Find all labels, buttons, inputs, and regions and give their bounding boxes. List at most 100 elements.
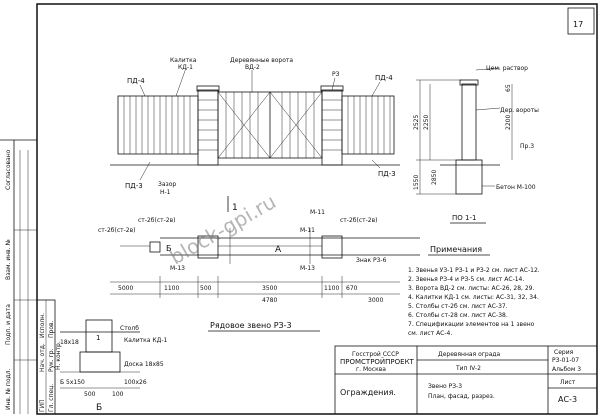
note-item: 5. Столбы ст-2б см. лист АС-37. bbox=[408, 303, 508, 310]
section-drawing: 2525 2250 1550 2850 65 2200 Цем. раствор… bbox=[413, 65, 539, 224]
label-plan-mark2: Н-1 bbox=[160, 189, 171, 196]
label-p3: РЗ bbox=[332, 71, 340, 78]
tb-type: Тип IV-2 bbox=[455, 365, 481, 372]
tb-list-label: Лист bbox=[560, 379, 576, 386]
note-item: см. лист АС-4. bbox=[408, 330, 452, 337]
note-item: 3. Ворота ВД-2 см. листы: АС-26, 28, 29. bbox=[408, 285, 534, 292]
watermark: block-gpi.ru bbox=[166, 189, 281, 269]
margin-stamp: Согласовано bbox=[5, 149, 12, 190]
plan-post-left bbox=[197, 235, 219, 259]
notes: Примечания 1. Звенья УЗ-1 РЗ-1 и РЗ-2 см… bbox=[408, 245, 540, 337]
label-gate-wood-code: ВД-2 bbox=[245, 64, 260, 71]
plan-dim-r2: 670 bbox=[346, 285, 358, 292]
margin-stamps: Инв. № подл. Подп. и дата Взам. инв. № С… bbox=[5, 149, 37, 414]
title-block: Госстрой СССР ПРОМСТРОЙПРОЕКТ г. Москва … bbox=[334, 345, 598, 415]
note-item: 1. Звенья УЗ-1 РЗ-1 и РЗ-2 см. лист АС-1… bbox=[408, 267, 540, 274]
label-pd3-right: ПД-3 bbox=[378, 170, 396, 178]
section-post-label: Дер. вороты bbox=[500, 107, 539, 114]
plan-m13b: М-13 bbox=[300, 265, 315, 272]
tb-series: РЗ-01-07 bbox=[552, 357, 579, 364]
label-n-a: 1 bbox=[232, 203, 238, 213]
label-gate-small-code: КД-1 bbox=[178, 64, 193, 71]
sheet-number: 17 bbox=[573, 20, 583, 29]
plan-post-right bbox=[321, 235, 343, 259]
notes-title: Примечания bbox=[430, 245, 482, 254]
brick-post-left bbox=[197, 89, 219, 166]
plan-dim-total: 4780 bbox=[262, 297, 277, 304]
margin-stamp: Взам. инв. № bbox=[5, 239, 12, 280]
tb-drawing-name: Ограждения. bbox=[340, 388, 396, 397]
tb-album: Альбом 3 bbox=[552, 366, 581, 373]
detail-n1: 1 bbox=[96, 334, 100, 342]
plan-st2: ст-2б(ст-2в) bbox=[98, 227, 135, 234]
detail-pole: Столб bbox=[120, 325, 139, 332]
side-table-row: Рук. гр. bbox=[48, 348, 55, 372]
section-concrete: Бетон М-100 bbox=[496, 184, 536, 191]
plan-title: Рядовое звено РЗ-3 bbox=[210, 321, 292, 330]
note-item: 2. Звенья РЗ-4 и РЗ-5 см. лист АС-14. bbox=[408, 276, 524, 283]
section-dim2: 2250 bbox=[423, 115, 430, 130]
detail-dim2: 100х26 bbox=[124, 379, 147, 386]
tb-org2: ПРОМСТРОЙПРОЕКТ bbox=[340, 357, 415, 366]
section-dim3: 1550 bbox=[413, 175, 420, 190]
plan-drawing: ст-2б(ст-2в) ст-2б(ст-2в) ст-2б(ст-2в) М… bbox=[98, 209, 420, 332]
detail-dim1: Доска 18х85 bbox=[124, 361, 164, 368]
plan-st1: ст-2б(ст-2в) bbox=[138, 217, 175, 224]
detail-drawing: 1 Калитка КД-1 Столб Доска 18х85 100х26 … bbox=[60, 319, 167, 413]
tb-sheet-title1: Звено РЗ-3 bbox=[428, 383, 462, 390]
tb-project: Деревянная ограда bbox=[438, 351, 501, 358]
side-table-row: Нач. отд. bbox=[39, 343, 46, 372]
tb-series-label: Серия bbox=[554, 349, 574, 356]
facade-drawing: ПД-4 Калитка КД-1 Деревянные ворота ВД-2… bbox=[110, 57, 400, 213]
detail-kalitka: Калитка КД-1 bbox=[124, 337, 167, 344]
note-item: 6. Столбы ст-28 см. лист АС-38. bbox=[408, 312, 508, 319]
section-label: ПО 1-1 bbox=[452, 214, 476, 222]
fence-boards-left bbox=[123, 96, 191, 154]
plan-b: Б bbox=[166, 244, 172, 253]
detail-dim3: Б 5х150 bbox=[60, 379, 85, 386]
section-dim-base: 65 bbox=[505, 84, 512, 92]
label-pd4-left: ПД-4 bbox=[127, 77, 145, 85]
label-gate-small: Калитка bbox=[170, 57, 197, 64]
section-dim1: 2525 bbox=[413, 115, 420, 130]
detail-dim4: 18х18 bbox=[60, 339, 79, 346]
label-gate-wood: Деревянные ворота bbox=[230, 57, 293, 64]
tb-org1: Госстрой СССР bbox=[352, 351, 399, 358]
note-item: 7. Спецификации элементов на 1 звено bbox=[408, 321, 535, 328]
label-pd4-right: ПД-4 bbox=[375, 74, 393, 82]
sheet-number-box bbox=[567, 7, 595, 35]
tb-org3: г. Москва bbox=[356, 366, 386, 373]
plan-dim-l1: 1100 bbox=[164, 285, 179, 292]
detail-section: Б bbox=[96, 403, 102, 413]
margin-stamp: Подп. и дата bbox=[5, 304, 12, 345]
side-table: ГИП Гл. спец. Нач. отд. Рук. гр. Исполн.… bbox=[36, 299, 62, 415]
side-table-row: ГИП bbox=[39, 399, 46, 412]
detail-dim6: 100 bbox=[112, 391, 124, 398]
label-plan-mark: Зазор bbox=[158, 181, 176, 188]
plan-m11b: М-11 bbox=[300, 227, 315, 234]
plan-dim-r1: 1100 bbox=[324, 285, 339, 292]
plan-m11a: М-11 bbox=[310, 209, 325, 216]
side-table-row: Пров. bbox=[48, 320, 55, 338]
sheet-border bbox=[36, 3, 598, 415]
margin-stamp: Инв. № подл. bbox=[5, 369, 12, 410]
side-table-row: Исполн. bbox=[39, 313, 46, 338]
label-pd3-left: ПД-3 bbox=[125, 182, 143, 190]
plan-dim-mid: 3500 bbox=[262, 285, 277, 292]
section-top: Цем. раствор bbox=[486, 65, 528, 72]
section-post bbox=[461, 83, 477, 161]
plan-dim-left: 5000 bbox=[118, 285, 133, 292]
tb-list: АС-3 bbox=[558, 395, 577, 404]
detail-dim5: 500 bbox=[84, 391, 96, 398]
plan-m13a: М-13 bbox=[170, 265, 185, 272]
plan-a: А bbox=[275, 245, 282, 255]
plan-st3: ст-2б(ст-2в) bbox=[340, 217, 377, 224]
tb-sheet-title2: План, фасад, разрез. bbox=[428, 393, 495, 400]
plan-dim-l2: 500 bbox=[200, 285, 212, 292]
note-item: 4. Калитки КД-1 см. листы: АС-31, 32, 34… bbox=[408, 294, 539, 301]
brick-post-right bbox=[321, 89, 343, 166]
plan-dim-right: 3000 bbox=[368, 297, 383, 304]
section-dim-h2: 2850 bbox=[431, 170, 438, 185]
plan-right-note: Знак Р3-6 bbox=[356, 257, 387, 264]
